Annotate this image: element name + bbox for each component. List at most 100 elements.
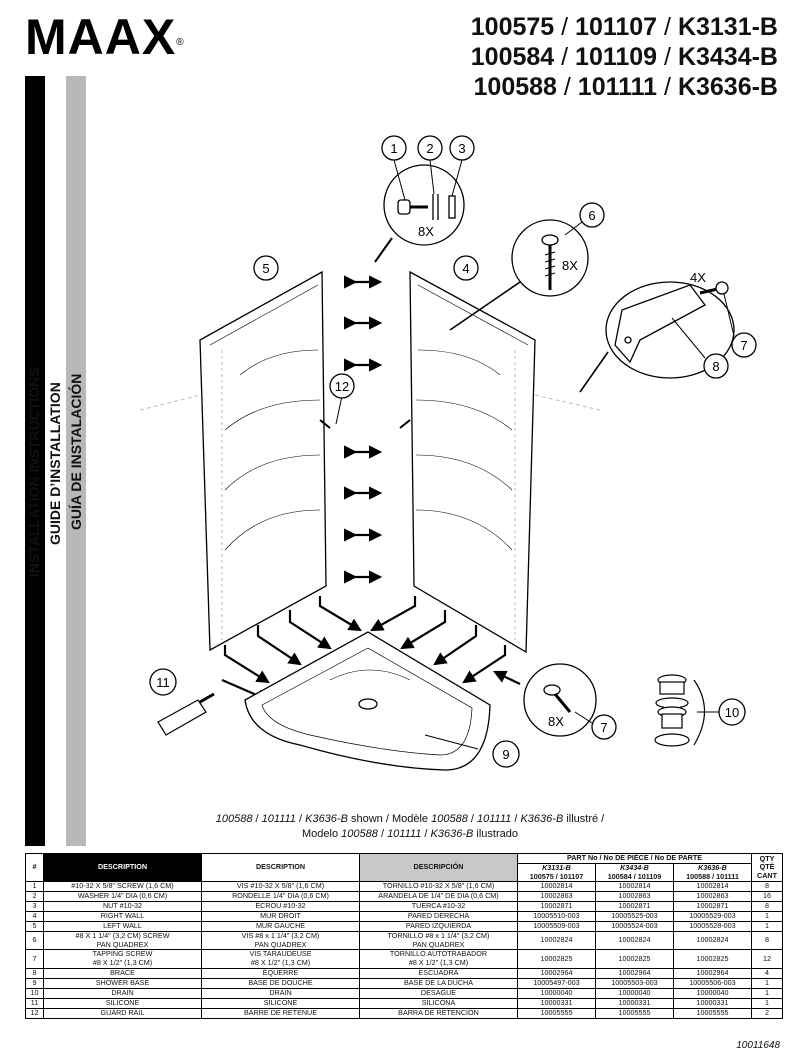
table-cell: 10005528-003 bbox=[673, 921, 752, 933]
table-cell: VIS #8 x 1 1/4" (3,2 CM)PAN QUADREX bbox=[201, 931, 360, 951]
table-cell: SILICONE bbox=[201, 997, 360, 1009]
right-wall bbox=[409, 270, 536, 654]
table-cell: BASE DE LA DUCHA bbox=[359, 977, 518, 989]
table-cell: DESAGÜE bbox=[359, 987, 518, 999]
table-cell: 10005503-003 bbox=[595, 977, 674, 989]
table-cell: 10000331 bbox=[595, 997, 674, 1009]
black-side-bar bbox=[25, 76, 45, 846]
table-cell: ARANDELA DE 1/4" DE DIA (0,6 CM) bbox=[359, 891, 518, 903]
gray-side-bar bbox=[66, 76, 86, 846]
brand-name: MAAX bbox=[25, 9, 177, 65]
table-cell: 11 bbox=[25, 997, 44, 1009]
silicone-tube bbox=[157, 692, 215, 736]
table-cell: 10005555 bbox=[517, 1007, 596, 1019]
table-cell: VIS #10-32 X 5/8" (1,6 CM) bbox=[201, 881, 360, 893]
table-cell: BARRE DE RETENUE bbox=[201, 1007, 360, 1019]
table-cell: 10002871 bbox=[517, 901, 596, 913]
model-line-3: 100588 / 101111 / K3636-B bbox=[473, 73, 778, 101]
parts-table: # DESCRIPTION DESCRIPTION DESCRIPCIÓN PA… bbox=[25, 852, 783, 1019]
table-cell: MUR DROIT bbox=[201, 911, 360, 923]
tapping-screw-detail bbox=[523, 663, 597, 737]
callout-1: 1 bbox=[390, 141, 397, 156]
table-row: 1#10-32 X 5/8" SCREW (1,6 CM)VIS #10-32 … bbox=[25, 881, 783, 893]
table-cell: 10005555 bbox=[673, 1007, 752, 1019]
table-cell: 10000331 bbox=[673, 997, 752, 1009]
table-cell: LEFT WALL bbox=[43, 921, 202, 933]
table-cell: ÉCROU #10-32 bbox=[201, 901, 360, 913]
table-cell: 10002863 bbox=[595, 891, 674, 903]
callout-11: 11 bbox=[156, 675, 170, 690]
drain-assembly bbox=[654, 674, 705, 747]
table-cell: BASE DE DOUCHE bbox=[201, 977, 360, 989]
table-cell: 10005529-003 bbox=[673, 911, 752, 923]
qty-8x-screws: 8X bbox=[562, 258, 578, 273]
table-cell: 10002964 bbox=[673, 967, 752, 979]
maax-logo: MAAX® bbox=[25, 10, 185, 64]
callout-12: 12 bbox=[335, 379, 349, 394]
table-cell: BARRA DE RETENCIÓN bbox=[359, 1007, 518, 1019]
table-cell: 7 bbox=[25, 949, 44, 969]
table-cell: 10002825 bbox=[517, 949, 596, 969]
table-cell: 10005506-003 bbox=[673, 977, 752, 989]
table-cell: 10002814 bbox=[673, 881, 752, 893]
table-cell: 10000040 bbox=[673, 987, 752, 999]
table-cell: 10002863 bbox=[517, 891, 596, 903]
qty-4x-braces: 4X bbox=[690, 270, 706, 285]
callout-7-bottom: 7 bbox=[600, 720, 607, 735]
qty-8x-bolts: 8X bbox=[418, 224, 434, 239]
table-cell: 10005497-003 bbox=[517, 977, 596, 989]
table-cell: 10005525-003 bbox=[595, 911, 674, 923]
table-cell: ÉQUERRE bbox=[201, 967, 360, 979]
table-cell: 8 bbox=[751, 881, 783, 893]
table-cell: RIGHT WALL bbox=[43, 911, 202, 923]
table-cell: 10 bbox=[25, 987, 44, 999]
model-line-2: 100584 / 101109 / K3434-B bbox=[470, 43, 778, 71]
col-number: # bbox=[25, 852, 44, 883]
table-cell: 2 bbox=[25, 891, 44, 903]
exploded-diagram: 1 2 3 6 5 4 7 8 12 11 10 7 9 8X 8X 4X 8X bbox=[139, 135, 757, 771]
table-cell: 8 bbox=[751, 931, 783, 951]
table-cell: TORNILLO #8 x 1 1/4" (3,2 CM)PAN QUADREX bbox=[359, 931, 518, 951]
table-cell: 6 bbox=[25, 931, 44, 951]
left-wall bbox=[199, 270, 327, 652]
document-number: 10011648 bbox=[736, 1040, 780, 1051]
table-cell: 10002871 bbox=[673, 901, 752, 913]
table-cell: 10002863 bbox=[673, 891, 752, 903]
callout-8: 8 bbox=[712, 359, 719, 374]
callout-6: 6 bbox=[588, 208, 595, 223]
table-cell: 1 bbox=[751, 911, 783, 923]
diagram-caption: 100588 / 101111 / K3636-B shown / Modèle… bbox=[215, 813, 605, 840]
col-description-fr: DESCRIPTION bbox=[201, 852, 360, 883]
table-cell: WASHER 1/4" DIA (0,6 CM) bbox=[43, 891, 202, 903]
table-cell: 10002871 bbox=[595, 901, 674, 913]
callout-4: 4 bbox=[462, 261, 469, 276]
table-cell: 9 bbox=[25, 977, 44, 989]
table-cell: 10002825 bbox=[673, 949, 752, 969]
table-cell: 4 bbox=[751, 967, 783, 979]
table-cell: ESCUADRA bbox=[359, 967, 518, 979]
callout-10: 10 bbox=[725, 705, 739, 720]
model-numbers: 100575 / 101107 / K3131-B 100584 / 10110… bbox=[471, 12, 778, 102]
table-cell: BRACE bbox=[43, 967, 202, 979]
table-cell: 10002814 bbox=[517, 881, 596, 893]
table-cell: 1 bbox=[751, 997, 783, 1009]
table-cell: 10002824 bbox=[673, 931, 752, 951]
table-cell: DRAIN bbox=[201, 987, 360, 999]
table-cell: VIS TARAUDEUSE#8 X 1/2" (1,3 CM) bbox=[201, 949, 360, 969]
table-cell: TUERCA #10-32 bbox=[359, 901, 518, 913]
registered-mark: ® bbox=[176, 37, 185, 48]
table-cell: 1 bbox=[751, 977, 783, 989]
bolt-detail bbox=[383, 159, 465, 246]
